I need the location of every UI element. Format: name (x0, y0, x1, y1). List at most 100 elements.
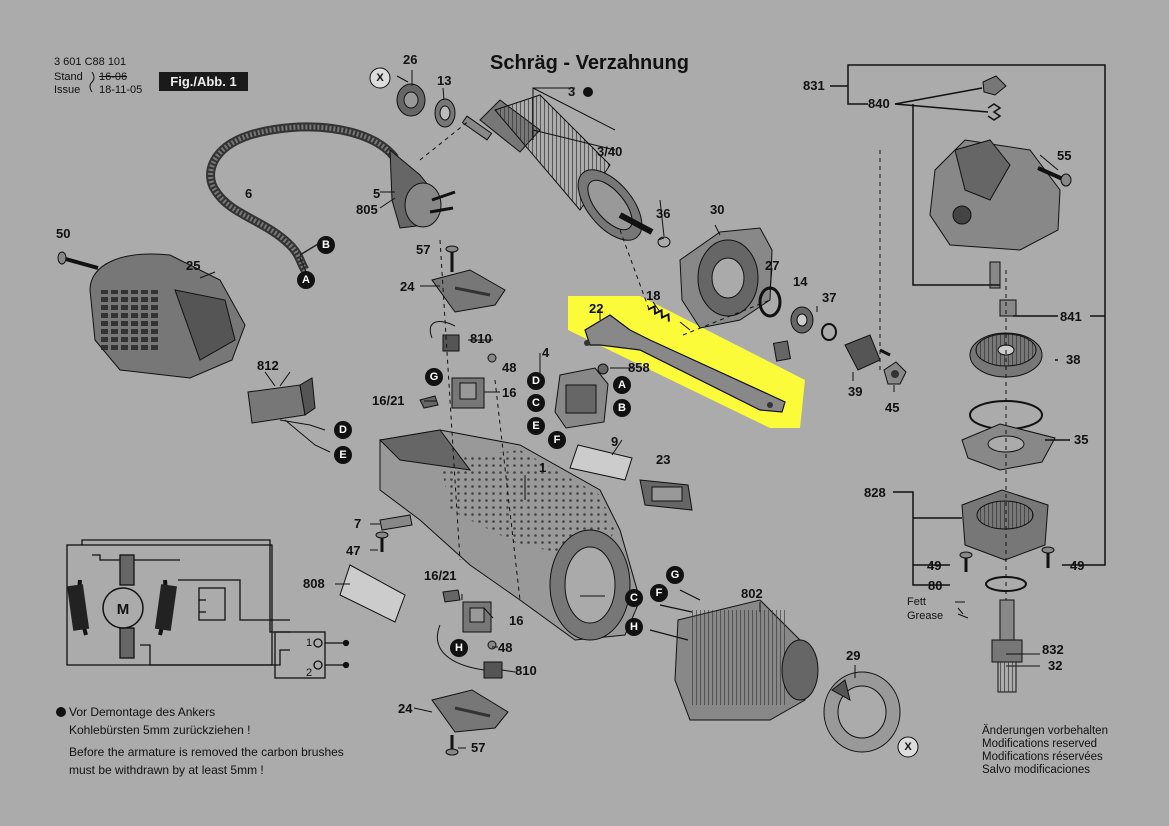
svg-text:E: E (339, 449, 346, 461)
label-50: 50 (56, 226, 70, 241)
part-23-slider (639, 479, 693, 511)
screw-part-49-right (1041, 546, 1055, 568)
screw-part-57-top (445, 245, 459, 272)
label-37: 37 (822, 290, 836, 305)
wiring-schematic (66, 539, 350, 679)
label-49-right: 49 (1070, 558, 1084, 573)
marker-g-field: G (666, 566, 684, 584)
label-812: 812 (257, 358, 279, 373)
bearing-flange-part-30 (679, 227, 773, 329)
stand-label: Stand (54, 71, 83, 83)
label-1: 1 (539, 460, 546, 475)
old-date: 16-06 (99, 71, 128, 83)
label-840: 840 (868, 96, 890, 111)
part-840-button (982, 75, 1007, 96)
screw-part-48-bottom (487, 640, 497, 650)
marker-h-bottom: H (450, 639, 468, 657)
brush-spring-bottom (442, 589, 461, 603)
brush-holder-part-16-bottom (462, 601, 492, 633)
gear-housing-part-831 (929, 139, 1061, 251)
label-25: 25 (186, 258, 200, 273)
switch-part-4 (554, 363, 609, 429)
label-3: 3 (568, 84, 575, 99)
screw-part-48-top (487, 353, 497, 363)
svg-text:C: C (532, 397, 540, 409)
note-de-line2: Kohlebürsten 5mm zurückziehen ! (69, 723, 251, 737)
mod-line-es: Salvo modificaciones (982, 764, 1091, 776)
label-858: 858 (628, 360, 650, 375)
label-39: 39 (848, 384, 862, 399)
label-808: 808 (303, 576, 325, 591)
part-808-plate (339, 564, 406, 623)
svg-text:B: B (322, 239, 330, 251)
label-16-bottom: 16 (509, 613, 523, 628)
label-810-top: 810 (470, 331, 492, 346)
marker-f-field: F (650, 584, 668, 602)
marker-d-812: D (334, 421, 352, 439)
field-coil-part-802 (674, 599, 819, 721)
switch-cover-part-24-top (431, 269, 506, 313)
plug-part-5 (389, 148, 456, 229)
screw-part-47 (375, 531, 389, 552)
marker-d-switch: D (527, 372, 545, 390)
diagram-title: Schräg - Verzahnung (490, 52, 689, 74)
note-bullet (56, 707, 66, 717)
label-7: 7 (354, 516, 361, 531)
bearing-flange-part-828 (961, 489, 1049, 561)
motor-symbol-label: M (117, 601, 130, 618)
air-guide-part-29 (823, 671, 901, 753)
note-de-line1: Vor Demontage des Ankers (69, 705, 216, 719)
svg-text:A: A (618, 379, 626, 391)
label-36: 36 (656, 206, 670, 221)
label-48-top: 48 (502, 360, 516, 375)
svg-text:G: G (671, 569, 680, 581)
part-45-nut (883, 361, 907, 385)
grease-label-de: Fett (907, 596, 926, 608)
marker-a-cable: A (297, 271, 315, 289)
part-18-spring (647, 304, 670, 322)
marker-a-switch: A (613, 376, 631, 394)
brush-lead-top (429, 321, 456, 339)
svg-text:D: D (339, 424, 347, 436)
issue-label: Issue (54, 84, 81, 96)
label-18: 18 (646, 288, 660, 303)
lead-wires-802 (649, 589, 701, 641)
svg-text:F: F (554, 434, 561, 446)
label-6: 6 (245, 186, 252, 201)
label-4: 4 (542, 345, 550, 360)
cable-part-6 (206, 122, 399, 273)
capacitor-part-812 (247, 377, 331, 453)
brush-holder-part-16-top (451, 377, 485, 409)
svg-text:G: G (430, 371, 439, 383)
axis-dashed-lines (419, 119, 1007, 601)
screw-part-55 (1037, 166, 1072, 187)
figure-label: Fig./Abb. 1 (159, 72, 248, 91)
label-32: 32 (1048, 658, 1062, 673)
part-27b-block (772, 340, 792, 362)
label-38: 38 (1066, 352, 1080, 367)
svg-text:E: E (532, 420, 539, 432)
part-14-bearing (790, 306, 814, 334)
label-27: 27 (765, 258, 779, 273)
label-49-left: 49 (927, 558, 941, 573)
label-9: 9 (611, 434, 618, 449)
bracket-lines-right (830, 64, 1106, 586)
note-en-line1: Before the armature is removed the carbo… (69, 745, 344, 759)
label-831: 831 (803, 78, 825, 93)
marker-x-bottom: X (897, 736, 919, 758)
svg-text:A: A (302, 274, 310, 286)
armature-bullet (583, 87, 593, 97)
label-30: 30 (710, 202, 724, 217)
marker-e-switch: E (527, 417, 545, 435)
part-22-lever (584, 314, 786, 413)
label-841: 841 (1060, 309, 1082, 324)
label-802: 802 (741, 586, 763, 601)
marker-c-field: C (625, 589, 643, 607)
label-16-top: 16 (502, 385, 516, 400)
label-26: 26 (403, 52, 417, 67)
label-24-top: 24 (400, 279, 415, 294)
label-48-bottom: 48 (498, 640, 512, 655)
label-29: 29 (846, 648, 860, 663)
